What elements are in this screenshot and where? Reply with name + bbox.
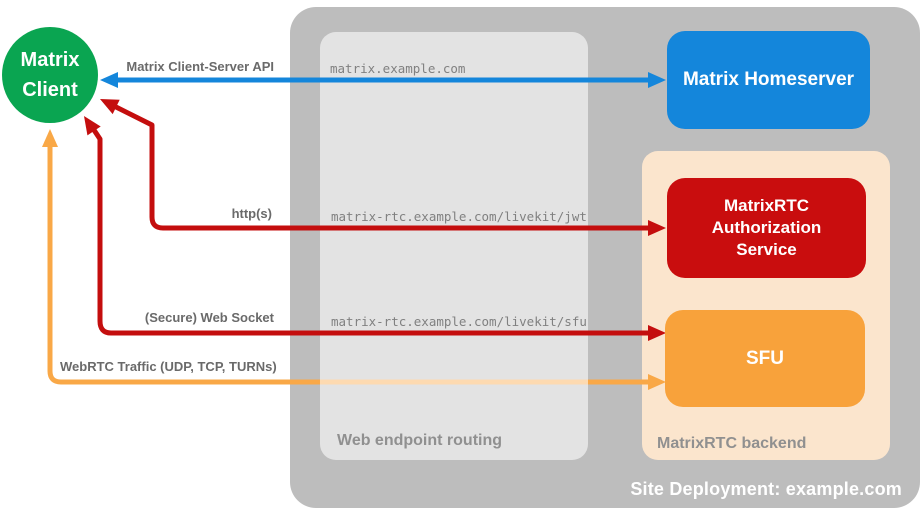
webrtc-traffic-label: WebRTC Traffic (UDP, TCP, TURNs) — [60, 359, 277, 374]
matrix-homeserver-node: Matrix Homeserver — [667, 31, 870, 129]
webrtc-arrowhead-up-icon — [42, 129, 58, 147]
site-deployment-label: Site Deployment: example.com — [630, 479, 902, 499]
websocket-arrowhead-right-icon — [648, 325, 666, 341]
https-arrowhead-client-icon — [100, 99, 120, 115]
matrixrtc-authorization-service-node: MatrixRTC Authorization Service — [667, 178, 866, 278]
client-server-api-arrowhead-right-icon — [648, 72, 666, 88]
web-endpoint-routing-label: Web endpoint routing — [337, 432, 503, 449]
endpoint-livekit-sfu: matrix-rtc.example.com/livekit/sfu — [331, 314, 587, 329]
endpoint-livekit-jwt: matrix-rtc.example.com/livekit/jwt — [331, 209, 587, 224]
endpoint-matrix-example-com: matrix.example.com — [330, 61, 466, 76]
sfu-label: SFU — [746, 347, 784, 369]
matrixrtc-backend-label: MatrixRTC backend — [657, 435, 807, 452]
client-server-api-label: Matrix Client-Server API — [126, 59, 274, 74]
sfu-node: SFU — [665, 310, 865, 407]
websocket-arrow-line — [87, 122, 651, 336]
https-arrow-line — [104, 99, 651, 231]
https-label: http(s) — [231, 206, 272, 221]
matrix-client-label: Matrix Client — [20, 49, 80, 101]
matrixrtc-authorization-service-label: MatrixRTC Authorization Service — [711, 196, 822, 259]
websocket-arrowhead-client-icon — [84, 116, 101, 136]
webrtc-arrow-line — [47, 138, 652, 385]
websocket-label: (Secure) Web Socket — [144, 310, 274, 325]
https-arrowhead-right-icon — [648, 220, 666, 236]
client-server-api-arrowhead-left-icon — [100, 72, 118, 88]
matrix-client-node: Matrix Client — [2, 27, 98, 123]
webrtc-arrowhead-right-icon — [648, 374, 666, 390]
web-endpoint-routing-box: Web endpoint routing — [320, 32, 588, 460]
matrix-homeserver-label: Matrix Homeserver — [682, 69, 855, 90]
